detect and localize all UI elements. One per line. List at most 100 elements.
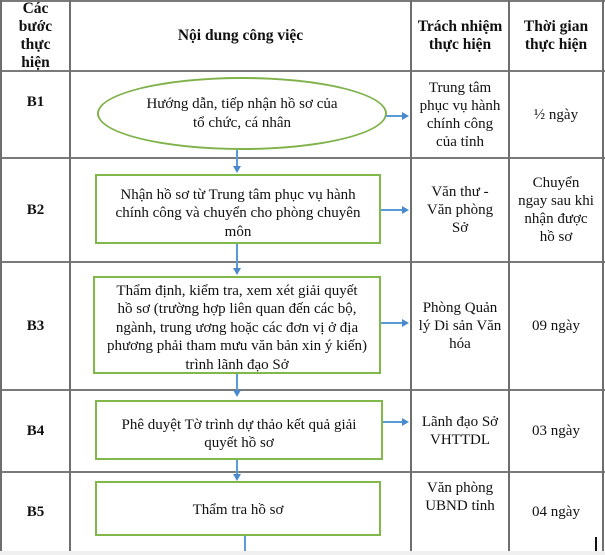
row-divider bbox=[0, 70, 605, 72]
responsibility-line: Phòng Quản bbox=[422, 300, 498, 316]
right-arrow-icon bbox=[386, 115, 404, 117]
content-line: tổ chức, cá nhân bbox=[192, 114, 292, 131]
step-label: B1 bbox=[26, 94, 45, 110]
time-value: Chuyển bbox=[532, 175, 580, 191]
content-line: chính công và chuyển cho phòng chuyên bbox=[115, 205, 361, 222]
step-shape-b4: Phê duyệt Tờ trình dự thảo kết quả giải … bbox=[95, 400, 383, 460]
responsibility-line: Sở bbox=[451, 220, 469, 236]
step-label-b3: B3 bbox=[2, 263, 69, 389]
step-label-b4: B4 bbox=[2, 391, 69, 471]
time-b2: Chuyển ngay sau khi nhận được hồ sơ bbox=[510, 159, 602, 261]
right-arrow-icon bbox=[381, 209, 404, 211]
step-label: B4 bbox=[26, 423, 45, 439]
responsibility-line: VHTTDL bbox=[430, 432, 490, 448]
down-arrow-icon bbox=[236, 374, 238, 392]
responsibility-line: Trung tâm bbox=[428, 79, 492, 96]
content-line: Hướng dẫn, tiếp nhận hồ sơ của bbox=[146, 96, 338, 112]
down-arrow-icon bbox=[233, 268, 241, 275]
down-arrow-icon bbox=[236, 150, 238, 168]
column-divider bbox=[0, 0, 2, 551]
time-b5: 04 ngày bbox=[510, 473, 602, 551]
time-value: hồ sơ bbox=[539, 229, 573, 245]
column-divider bbox=[69, 0, 71, 551]
responsibility-line: Văn phòng bbox=[426, 480, 494, 496]
down-arrow-icon bbox=[233, 474, 241, 481]
time-value: nhận được bbox=[524, 211, 588, 227]
time-value: ngay sau khi bbox=[518, 193, 594, 209]
responsibility-line: của tỉnh bbox=[436, 133, 484, 150]
column-divider bbox=[602, 0, 604, 551]
step-shape-b5: Thẩm tra hồ sơ bbox=[95, 481, 381, 536]
content-line: quyết hồ sơ bbox=[204, 435, 274, 451]
time-b4: 03 ngày bbox=[510, 391, 602, 471]
responsibility-b5: Văn phòng UBND tỉnh bbox=[412, 473, 508, 529]
step-label-b2: B2 bbox=[2, 159, 69, 261]
responsibility-b2: Văn thư - Văn phòng Sở bbox=[412, 159, 508, 261]
step-label: B5 bbox=[26, 504, 45, 520]
header-time: Thời gian thực hiện bbox=[510, 2, 602, 70]
time-b3: 09 ngày bbox=[510, 263, 602, 389]
right-arrow-icon bbox=[402, 112, 409, 120]
content-line: môn bbox=[224, 223, 252, 240]
responsibility-line: UBND tỉnh bbox=[425, 498, 495, 514]
down-arrow-icon bbox=[236, 460, 238, 475]
header-time-line: Thời gian bbox=[523, 18, 589, 35]
down-arrow-icon bbox=[233, 166, 241, 173]
column-divider bbox=[410, 0, 412, 551]
step-shape-b1: Hướng dẫn, tiếp nhận hồ sơ của tổ chức, … bbox=[97, 77, 387, 150]
header-responsibility-line: thực hiện bbox=[428, 36, 492, 53]
row-divider bbox=[0, 471, 605, 473]
right-arrow-icon bbox=[383, 421, 404, 423]
right-arrow-icon bbox=[402, 206, 409, 214]
time-value: ½ ngày bbox=[533, 106, 579, 123]
responsibility-b1: Trung tâm phục vụ hành chính công của tỉ… bbox=[412, 72, 508, 157]
header-step-line: bước bbox=[18, 18, 53, 35]
responsibility-line: hóa bbox=[449, 336, 471, 352]
step-label: B2 bbox=[26, 202, 45, 218]
down-arrow-icon bbox=[233, 390, 241, 397]
table-border-top bbox=[0, 0, 605, 2]
right-arrow-icon bbox=[402, 319, 409, 327]
header-step: Các bước thực hiện bbox=[2, 0, 69, 71]
content-line: Thẩm tra hồ sơ bbox=[192, 502, 284, 519]
right-arrow-icon bbox=[381, 322, 404, 324]
row-divider bbox=[0, 157, 605, 159]
content-line: phương phải tham mưu văn bản xin ý kiến) bbox=[107, 338, 367, 355]
step-label-b5: B5 bbox=[2, 473, 69, 551]
step-shape-b3: Thẩm định, kiểm tra, xem xét giải quyết … bbox=[93, 276, 381, 374]
text-cursor bbox=[595, 537, 597, 551]
row-divider bbox=[0, 389, 605, 391]
column-divider bbox=[508, 0, 510, 551]
content-line: Thẩm định, kiểm tra, xem xét giải quyết bbox=[116, 282, 358, 299]
step-label: B3 bbox=[26, 318, 45, 334]
time-value: 04 ngày bbox=[532, 504, 580, 520]
right-arrow-icon bbox=[402, 418, 409, 426]
responsibility-b4: Lãnh đạo Sở VHTTDL bbox=[412, 391, 508, 471]
page-bottom-edge bbox=[0, 551, 605, 555]
header-content-label: Nội dung công việc bbox=[177, 27, 304, 44]
responsibility-line: Văn thư - bbox=[431, 184, 489, 200]
header-time-line: thực hiện bbox=[524, 36, 588, 53]
header-step-line: thực bbox=[20, 36, 51, 53]
header-step-line: hiện bbox=[21, 54, 50, 71]
time-value: 03 ngày bbox=[532, 423, 580, 439]
responsibility-b3: Phòng Quản lý Di sản Văn hóa bbox=[412, 263, 508, 389]
responsibility-line: chính công bbox=[426, 115, 494, 132]
header-responsibility-line: Trách nhiệm bbox=[417, 18, 503, 35]
header-step-line: Các bbox=[22, 0, 49, 17]
time-b1: ½ ngày bbox=[510, 72, 602, 157]
content-line: Phê duyệt Tờ trình dự thảo kết quả giải bbox=[121, 416, 357, 433]
responsibility-line: lý Di sản Văn bbox=[418, 318, 502, 334]
content-line: ngành, trung ương hoặc các đơn vị ở địa bbox=[115, 319, 359, 336]
time-value: 09 ngày bbox=[532, 318, 580, 334]
down-arrow-icon bbox=[244, 536, 246, 551]
header-responsibility: Trách nhiệm thực hiện bbox=[412, 2, 508, 70]
responsibility-line: Lãnh đạo Sở bbox=[421, 414, 499, 430]
row-divider bbox=[0, 261, 605, 263]
down-arrow-icon bbox=[236, 244, 238, 269]
step-shape-b2: Nhận hồ sơ từ Trung tâm phục vụ hành chí… bbox=[95, 174, 381, 244]
responsibility-line: Văn phòng bbox=[426, 202, 494, 218]
content-line: trình lãnh đạo Sở bbox=[185, 356, 289, 373]
header-content: Nội dung công việc bbox=[71, 2, 410, 70]
